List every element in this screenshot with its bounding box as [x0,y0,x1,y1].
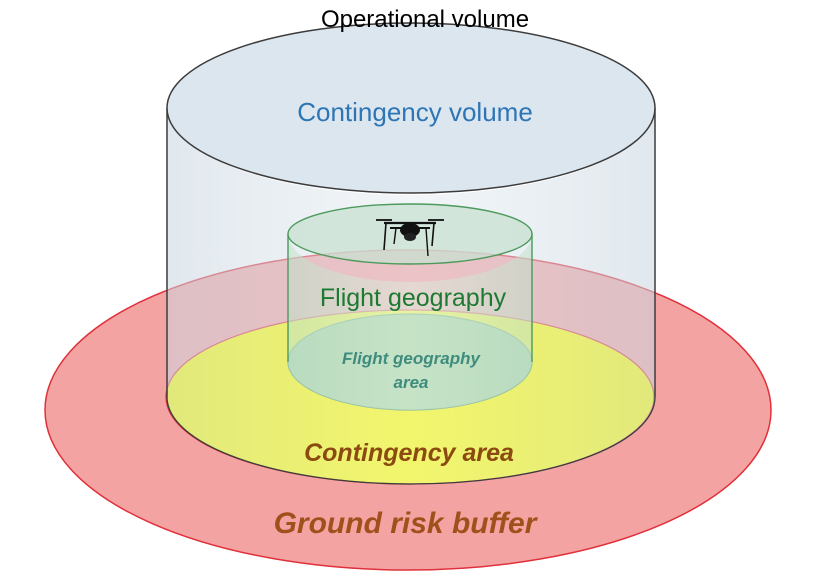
flight-geography-cylinder-side [288,234,532,410]
ground-risk-buffer-label: Ground risk buffer [274,507,539,540]
contingency-area-label: Contingency area [304,439,514,467]
operational-volume-label: Operational volume [321,6,529,33]
contingency-volume-label: Contingency volume [297,97,533,127]
contingency-volume-bottom-rim [166,396,656,485]
flight-geography-label: Flight geography [320,284,507,312]
quadcopter-drone-icon [376,219,444,257]
contingency-volume-top [166,22,656,194]
flight-geography-area-label-line1: Flight geography [342,349,481,368]
flight-geography-area-label-line2: area [394,373,429,392]
